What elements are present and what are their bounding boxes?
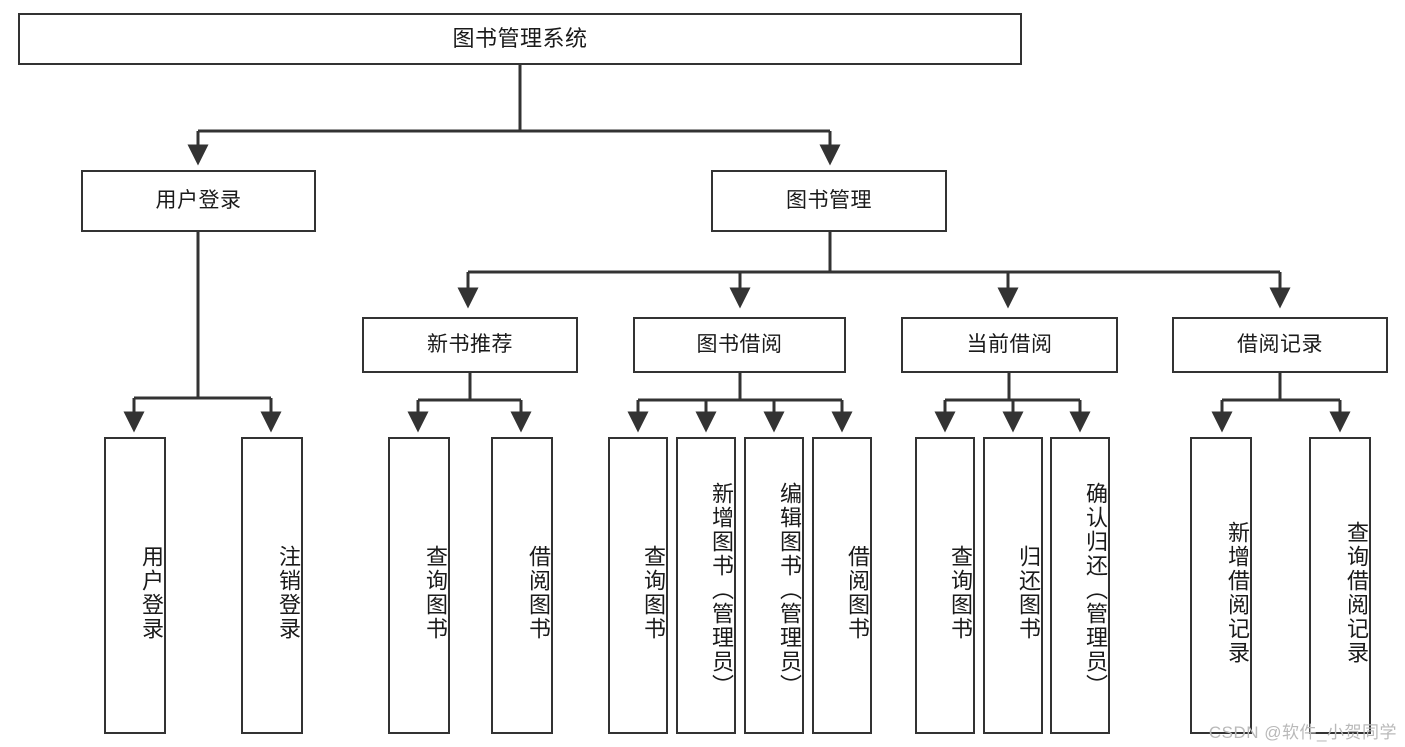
node-leaf-query-book-recommend[interactable]: 查询图书 [388,437,450,734]
node-leaf-user-login[interactable]: 用户登录 [104,437,166,734]
node-book-manage[interactable]: 图书管理 [711,170,947,232]
node-leaf-query-borrow-record[interactable]: 查询借阅记录 [1309,437,1371,734]
node-leaf-add-book-admin[interactable]: 新增图书（管理员） [676,437,736,734]
node-root-system[interactable]: 图书管理系统 [18,13,1022,65]
node-leaf-borrow-book-recommend[interactable]: 借阅图书 [491,437,553,734]
node-leaf-confirm-return-admin[interactable]: 确认归还（管理员） [1050,437,1110,734]
node-leaf-query-book-current[interactable]: 查询图书 [915,437,975,734]
node-leaf-add-borrow-record[interactable]: 新增借阅记录 [1190,437,1252,734]
node-leaf-borrow-book[interactable]: 借阅图书 [812,437,872,734]
node-leaf-return-book[interactable]: 归还图书 [983,437,1043,734]
node-current-borrow[interactable]: 当前借阅 [901,317,1118,373]
node-leaf-logout[interactable]: 注销登录 [241,437,303,734]
node-user-login[interactable]: 用户登录 [81,170,316,232]
node-leaf-edit-book-admin[interactable]: 编辑图书（管理员） [744,437,804,734]
node-new-book-recommend[interactable]: 新书推荐 [362,317,578,373]
node-borrow-record[interactable]: 借阅记录 [1172,317,1388,373]
csdn-watermark: CSDN @软件_小贺同学 [1208,723,1397,742]
node-leaf-query-book-borrow[interactable]: 查询图书 [608,437,668,734]
node-book-borrow[interactable]: 图书借阅 [633,317,846,373]
